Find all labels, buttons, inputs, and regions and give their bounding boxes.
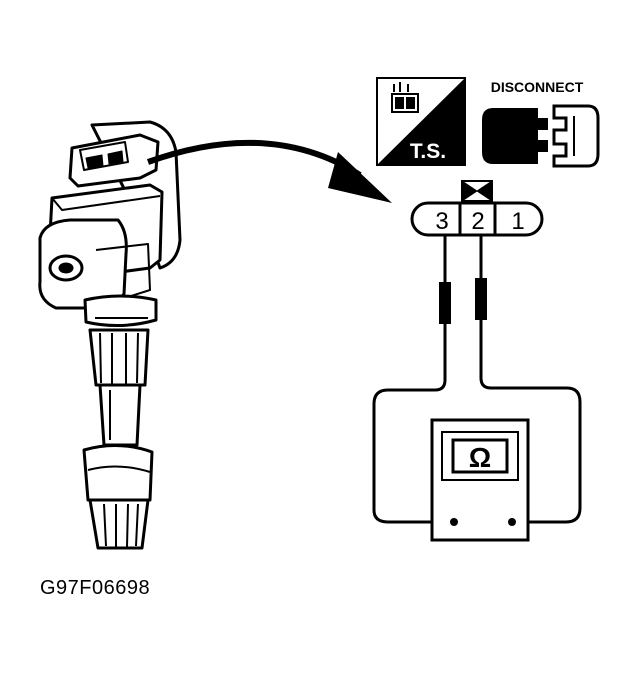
pin-1-label: 1 <box>511 208 524 235</box>
connection-arrow <box>146 139 392 203</box>
probe-left <box>439 282 451 324</box>
pin-3-label: 3 <box>435 208 448 235</box>
harness-connector: 3 2 1 <box>410 180 544 237</box>
ts-badge: T.S. <box>376 77 466 166</box>
disconnect-label: DISCONNECT <box>491 79 584 95</box>
figure-id-label: G97F06698 <box>40 577 151 599</box>
pin-2-label: 2 <box>471 208 484 235</box>
disconnected-connector-icon <box>482 104 600 168</box>
probe-right <box>475 278 487 320</box>
ignition-coil-illustration <box>38 120 182 550</box>
terminal-left <box>450 518 458 526</box>
connector-icon <box>391 82 419 113</box>
disconnect-badge: DISCONNECT <box>482 79 600 168</box>
test-leads <box>372 235 582 524</box>
ohm-symbol: Ω <box>469 442 491 473</box>
ts-label: T.S. <box>410 140 446 163</box>
bowtie-key-icon <box>461 180 493 202</box>
ohmmeter: Ω <box>430 418 530 542</box>
terminal-right <box>508 518 516 526</box>
